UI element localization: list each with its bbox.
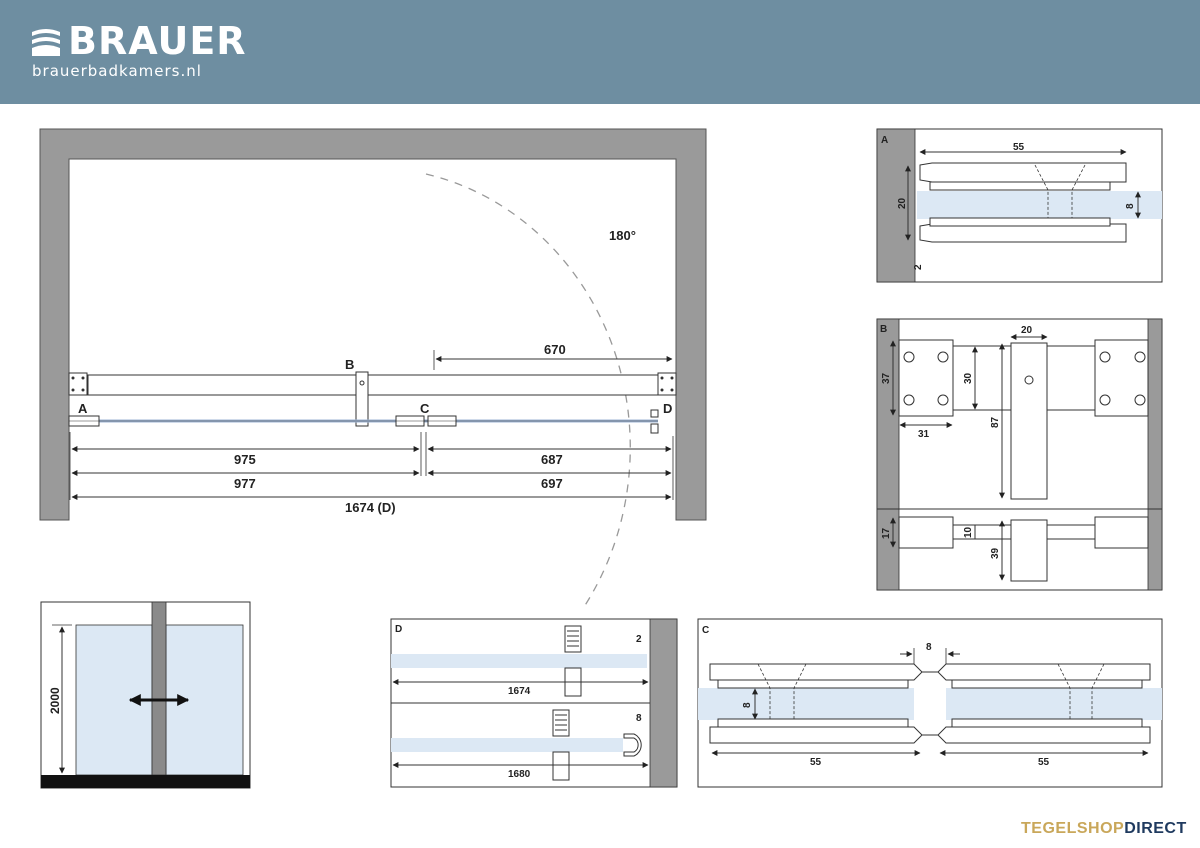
- detail-d-label: D: [395, 624, 402, 635]
- label-a: A: [78, 401, 88, 416]
- detail-a-gap: 2: [913, 264, 924, 270]
- detail-d-gap-top: 2: [636, 634, 642, 645]
- detail-a-label: A: [881, 135, 888, 146]
- dim-977: 977: [234, 476, 256, 491]
- brauer-logo-icon: [32, 29, 60, 56]
- detail-c-glass: 8: [742, 702, 753, 708]
- floor: [41, 775, 250, 788]
- dim-2000: 2000: [48, 687, 62, 714]
- detail-a: A 55 20 8 2: [876, 128, 1163, 283]
- detail-b-dim-37: 37: [881, 372, 892, 384]
- detail-d-gap-bottom: 8: [636, 713, 642, 724]
- dim-670: 670: [544, 342, 566, 357]
- detail-d-width-bottom: 1680: [508, 769, 531, 780]
- label-d: D: [663, 401, 672, 416]
- label-b: B: [345, 357, 354, 372]
- label-c: C: [420, 401, 430, 416]
- detail-b-dim-39: 39: [990, 547, 1001, 559]
- header-banner: BRAUER brauerbadkamers.nl: [0, 0, 1200, 104]
- detail-c: C 8 8 55 55: [697, 618, 1163, 788]
- detail-c-label: C: [702, 625, 709, 636]
- detail-c-gap: 8: [926, 642, 932, 653]
- angle-label: 180°: [609, 228, 636, 243]
- center-post: [151, 601, 167, 776]
- plan-view: 180° A B C D 670: [39, 128, 707, 611]
- plan-wall: [39, 128, 707, 521]
- detail-b-dim-31: 31: [918, 429, 930, 440]
- footer-brand-part1: TEGELSHOP: [1021, 820, 1125, 837]
- detail-a-glass: 8: [1125, 203, 1136, 209]
- detail-c-left-width: 55: [810, 757, 822, 768]
- detail-b-dim-87: 87: [990, 416, 1001, 428]
- wall-bracket-right: [657, 372, 677, 396]
- detail-b-dim-30: 30: [963, 372, 974, 384]
- elevation-view: 2000: [40, 601, 251, 789]
- detail-d-width-top: 1674: [508, 686, 531, 697]
- door-stop-d: [650, 409, 659, 418]
- footer-brand-part2: DIRECT: [1124, 820, 1187, 837]
- brand-url: brauerbadkamers.nl: [32, 62, 202, 80]
- detail-b: B 20 37 30 87 31 17 10 39: [876, 318, 1163, 591]
- dim-687: 687: [541, 452, 563, 467]
- detail-b-dim-20: 20: [1021, 325, 1033, 336]
- detail-b-dim-10: 10: [963, 526, 974, 538]
- detail-d: D 1674 2 1680 8: [390, 618, 678, 788]
- detail-a-height: 20: [897, 197, 908, 209]
- rail-support-b: [355, 371, 369, 427]
- brand-name: BRAUER: [68, 19, 247, 63]
- detail-b-label: B: [880, 324, 887, 335]
- footer-brand: TEGELSHOPDIRECT: [1021, 820, 1187, 838]
- dim-975: 975: [234, 452, 256, 467]
- dim-697: 697: [541, 476, 563, 491]
- dim-total: 1674 (D): [345, 500, 396, 515]
- wall-bracket-left: [68, 372, 88, 396]
- detail-a-width: 55: [1013, 142, 1025, 153]
- detail-c-right-width: 55: [1038, 757, 1050, 768]
- top-rail: [87, 374, 659, 396]
- swing-arc: [425, 173, 631, 611]
- detail-b-dim-17: 17: [881, 527, 892, 539]
